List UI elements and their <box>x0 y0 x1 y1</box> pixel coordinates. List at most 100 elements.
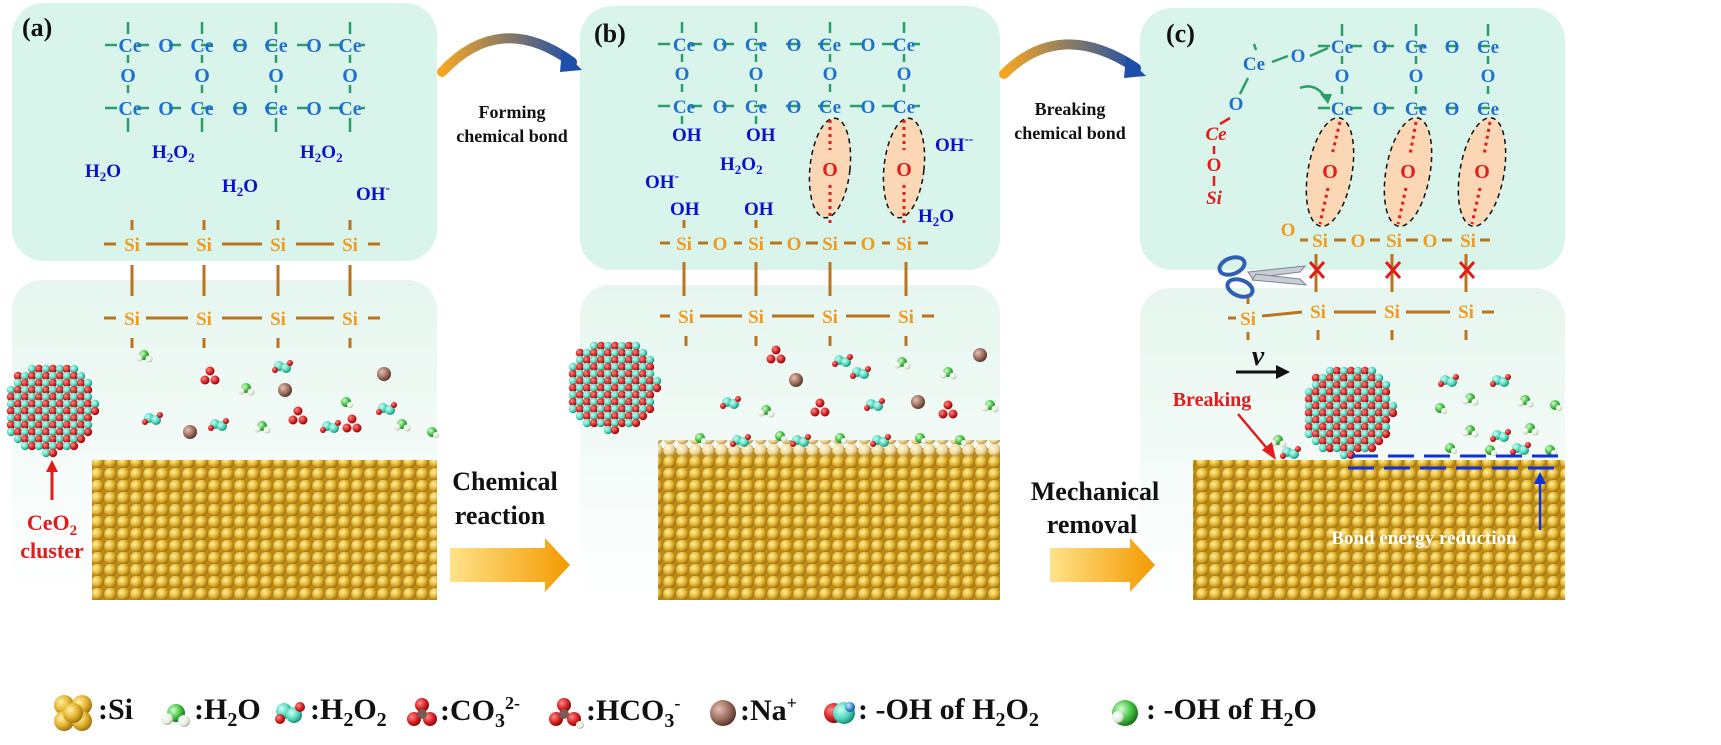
co3-ion <box>293 406 303 416</box>
ce-atom: Ce <box>1477 99 1499 120</box>
o-atom: O <box>1373 37 1388 58</box>
si-atom: Si <box>1310 302 1326 323</box>
cluster-atom <box>20 406 30 416</box>
cluster-atom <box>624 341 634 351</box>
h2o-molecule <box>1279 440 1287 448</box>
na-ion <box>377 367 391 381</box>
cluster-atom <box>638 397 648 407</box>
cluster-atom <box>1346 387 1356 397</box>
h2o-molecule <box>403 424 411 432</box>
panel-a-species: H2O H2O2 H2O H2O2 OH- <box>85 142 390 205</box>
h2o2-molecule <box>879 398 885 404</box>
panel-c-detached-chain: Ce O Si <box>1205 116 1231 209</box>
o-atom: O <box>787 35 802 56</box>
panel-c-molecules <box>1269 374 1562 459</box>
cluster-atom <box>610 348 620 358</box>
cluster-atom <box>69 392 79 402</box>
cluster-atom <box>1311 401 1321 411</box>
panel-a-si-substrate <box>92 460 437 600</box>
cluster-atom <box>1318 401 1328 411</box>
co3-ion <box>938 409 948 419</box>
cluster-atom <box>1339 373 1349 383</box>
cluster-atom <box>1311 387 1321 397</box>
cluster-atom <box>76 378 86 388</box>
cluster-atom <box>638 355 648 365</box>
cluster-atom <box>1353 443 1363 453</box>
cluster-atom <box>1332 422 1342 432</box>
cluster-atom <box>1325 443 1335 453</box>
cluster-atom <box>610 397 620 407</box>
cluster-atom <box>603 369 613 379</box>
cluster-atom <box>624 383 634 393</box>
si-atom: Si <box>124 309 140 330</box>
o-atom: O <box>861 234 876 255</box>
si-atom: Si <box>342 309 358 330</box>
cluster-label-2: cluster <box>20 538 84 563</box>
h2o2-molecule <box>745 434 751 440</box>
h2o2-molecule <box>272 367 278 373</box>
o-atom: O <box>158 35 174 57</box>
si-atom: Si <box>748 307 764 328</box>
cluster-atom <box>20 371 30 381</box>
cluster-atom <box>596 383 606 393</box>
h2o2-molecule <box>1295 446 1301 452</box>
cluster-atom <box>55 434 65 444</box>
cluster-atom <box>631 376 641 386</box>
cluster-atom <box>13 406 23 416</box>
ce-atom: Ce <box>190 35 213 57</box>
mechanical-label-2: removal <box>1047 510 1138 539</box>
h2o2-molecule <box>142 419 148 425</box>
cluster-atom <box>603 404 613 414</box>
oh-group <box>921 438 927 444</box>
chain-ce-atom: Ce <box>1205 124 1227 145</box>
cluster-atom <box>1318 443 1328 453</box>
cluster-atom <box>645 397 655 407</box>
cluster-atom <box>631 418 641 428</box>
h2o2-molecule <box>1525 442 1531 448</box>
oh-label: OH <box>746 125 776 146</box>
cluster-atom <box>617 397 627 407</box>
cluster-label: CeO2 <box>27 510 77 539</box>
cluster-atom <box>1353 436 1363 446</box>
cluster-atom <box>589 418 599 428</box>
cluster-atom <box>83 392 93 402</box>
cluster-atom <box>62 371 72 381</box>
cluster-atom <box>617 404 627 414</box>
si-atom: Si <box>270 235 286 256</box>
co3-ion <box>766 354 776 364</box>
cluster-atom <box>90 399 100 409</box>
si-atom-icon <box>54 695 92 731</box>
panel-c-bond-ellipses: O O O <box>1305 116 1507 228</box>
h2o2-molecule <box>790 441 796 447</box>
cluster-atom <box>34 364 44 374</box>
cluster-atom <box>1346 436 1356 446</box>
cluster-atom <box>34 434 44 444</box>
cluster-atom <box>62 399 72 409</box>
species-label: H2O <box>918 206 954 229</box>
cluster-atom <box>90 406 100 416</box>
cluster-atom <box>34 378 44 388</box>
cluster-atom <box>1339 450 1349 460</box>
cluster-atom <box>6 399 16 409</box>
cluster-atom <box>1360 373 1370 383</box>
cluster-atom <box>69 413 79 423</box>
cluster-atom <box>55 406 65 416</box>
h2o2-molecule <box>287 360 293 366</box>
cluster-atom <box>631 369 641 379</box>
cluster-atom <box>1367 443 1377 453</box>
o-atom: O <box>713 35 728 56</box>
bond-o-atom: O <box>822 159 838 181</box>
cluster-atom <box>27 413 37 423</box>
cluster-atom <box>20 385 30 395</box>
cluster-atom <box>610 383 620 393</box>
cluster-atom <box>27 441 37 451</box>
si-atom: Si <box>342 235 358 256</box>
cluster-atom <box>603 362 613 372</box>
panel-c-si-substrate <box>1193 460 1565 600</box>
cluster-atom <box>568 383 578 393</box>
cluster-atom <box>596 411 606 421</box>
cluster-atom <box>1346 408 1356 418</box>
cluster-atom <box>1367 373 1377 383</box>
legend-si: :Si <box>98 693 134 726</box>
cluster-atom <box>34 392 44 402</box>
